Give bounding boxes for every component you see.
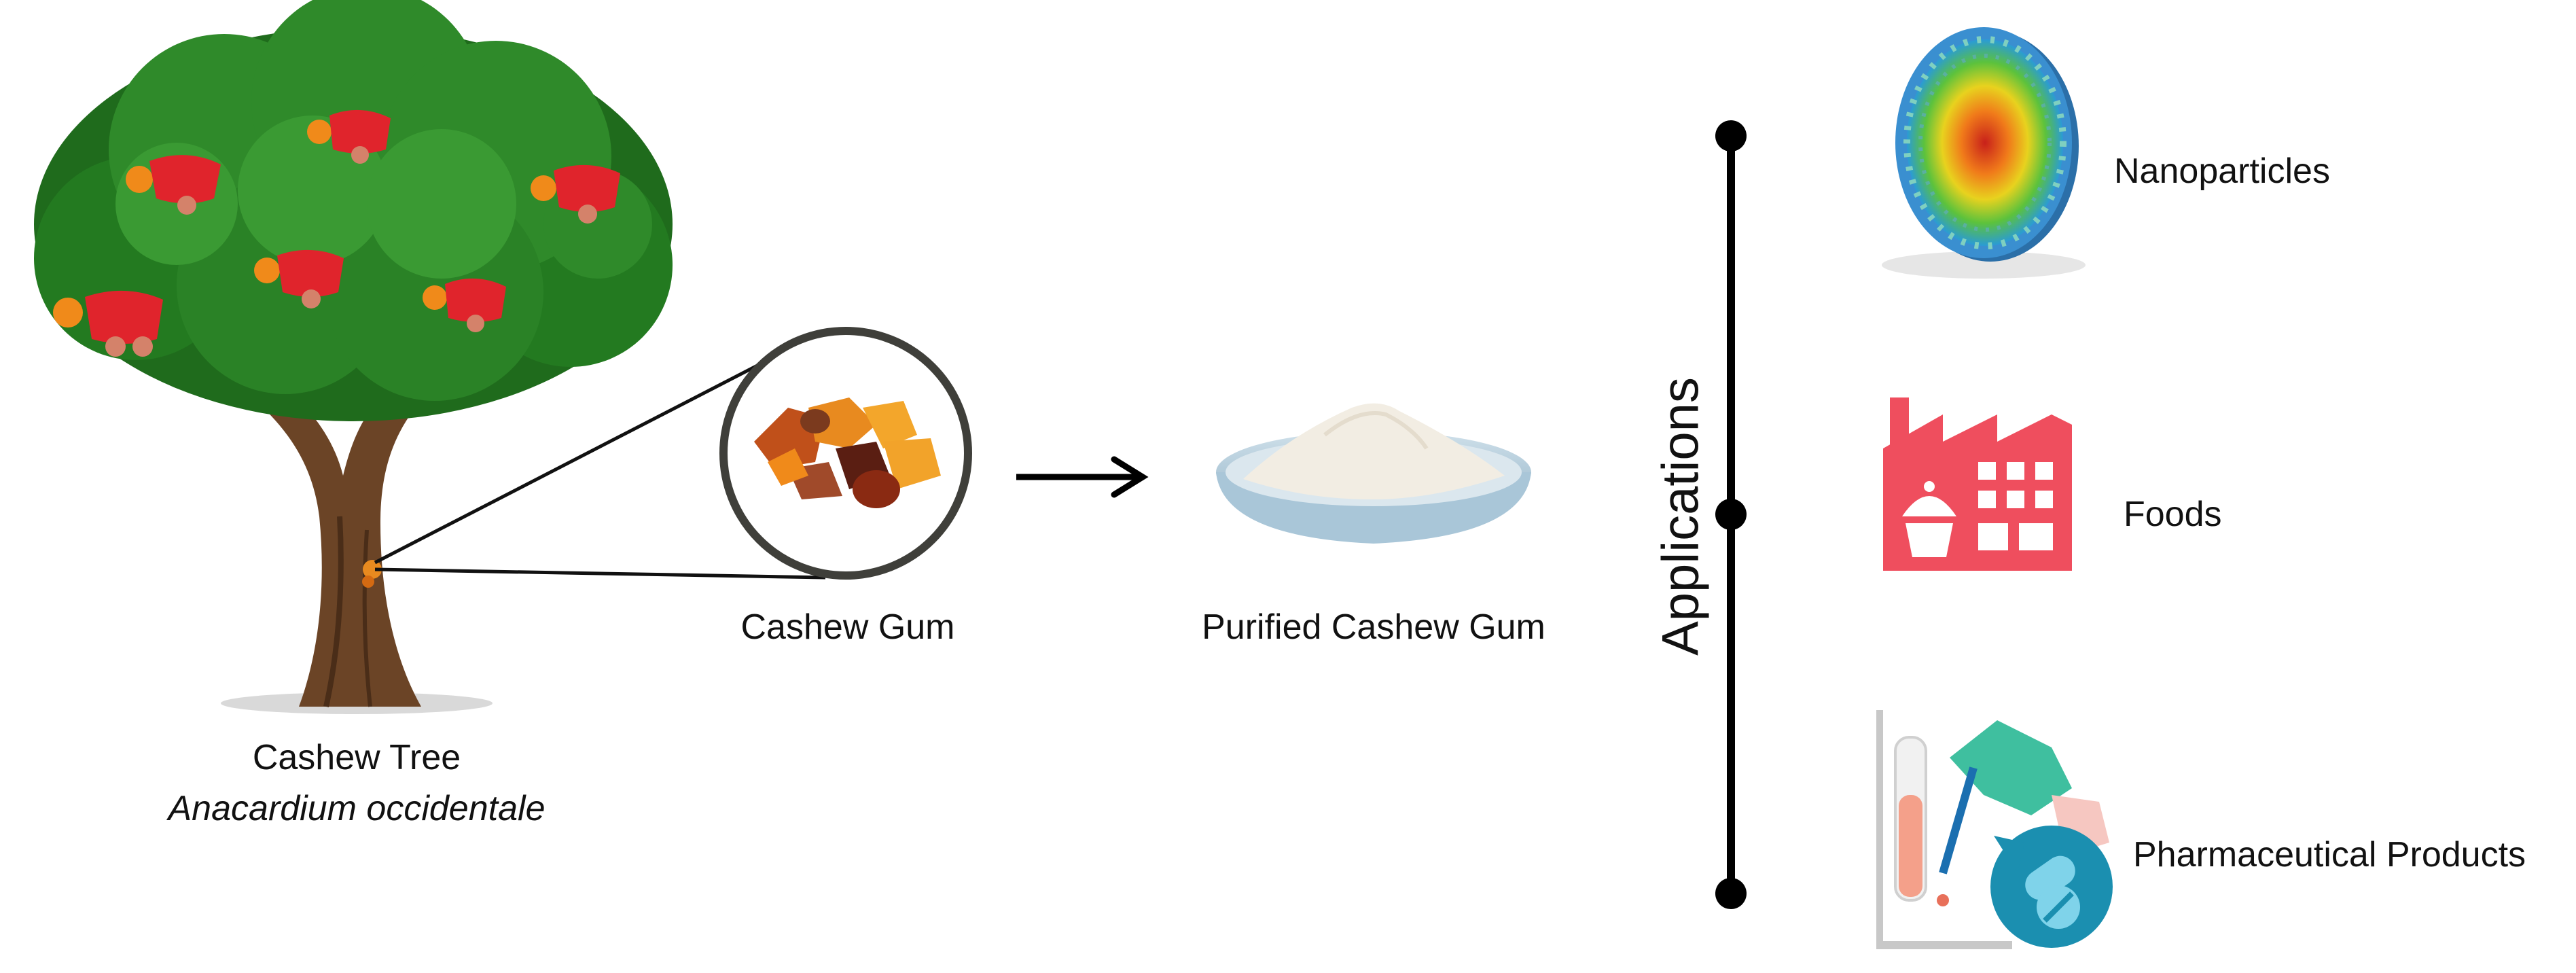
nanoparticles-label: Nanoparticles bbox=[2114, 152, 2330, 191]
cashew-fruits bbox=[53, 109, 620, 357]
factory-icon bbox=[1883, 397, 2072, 571]
timeline-node-2 bbox=[1715, 499, 1747, 530]
pharmaceutical-products-label: Pharmaceutical Products bbox=[2133, 835, 2526, 874]
foods-label: Foods bbox=[2124, 495, 2222, 534]
purified-cashew-gum-label: Purified Cashew Gum bbox=[1202, 607, 1545, 647]
cashew-gum-label: Cashew Gum bbox=[740, 607, 955, 647]
process-arrow bbox=[1016, 456, 1149, 498]
cashew-tree-label: Cashew Tree bbox=[252, 738, 461, 777]
cashew-tree-illustration bbox=[34, 0, 673, 714]
scientific-name-label: Anacardium occidentale bbox=[168, 789, 545, 828]
applications-timeline bbox=[1715, 120, 1747, 909]
zoom-line-bottom bbox=[374, 567, 826, 580]
applications-label: Applications bbox=[1651, 377, 1710, 656]
purified-gum-bowl bbox=[1216, 403, 1531, 544]
tree-trunk bbox=[231, 367, 442, 707]
nanoparticle-icon bbox=[1882, 27, 2086, 279]
zoom-line-top bbox=[374, 355, 776, 565]
timeline-node-3 bbox=[1715, 878, 1747, 909]
cashew-gum-illustration bbox=[719, 327, 972, 580]
timeline-node-1 bbox=[1715, 120, 1747, 152]
gum-exudate bbox=[363, 560, 382, 579]
tree-foliage bbox=[34, 0, 673, 421]
lab-pharma-icon bbox=[1876, 710, 2113, 949]
